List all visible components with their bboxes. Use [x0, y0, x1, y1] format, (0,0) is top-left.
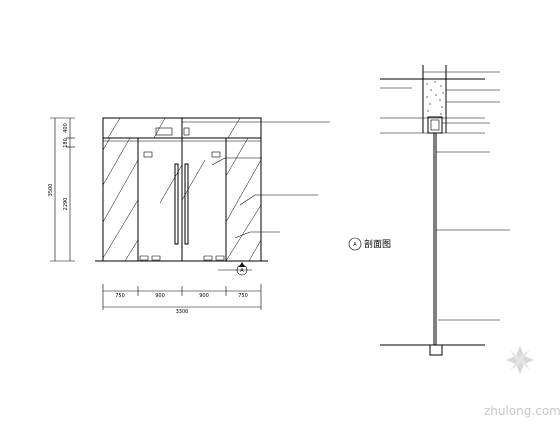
dim-h-1: 750 — [115, 293, 125, 299]
watermark: zhulong.com — [484, 346, 560, 418]
watermark-text: zhulong.com — [484, 404, 560, 418]
elevation-leaders — [182, 121, 330, 239]
section-leaders — [380, 71, 510, 321]
patch-fitting-top-right — [211, 151, 221, 158]
dim-h-total: 3300 — [176, 309, 189, 315]
dim-h-3: 900 — [199, 293, 209, 299]
floor-spring-box — [429, 344, 443, 356]
handle-right — [184, 163, 189, 245]
top-channel-inner — [430, 119, 440, 131]
handle-left — [174, 163, 179, 245]
transom-fitting-right — [183, 127, 190, 136]
dim-h-2: 900 — [155, 293, 165, 299]
dim-h-4: 750 — [238, 293, 248, 299]
dim-v-3: 2290 — [63, 198, 69, 211]
section-title: 剖面图 — [364, 238, 391, 250]
section-drawing — [380, 65, 485, 356]
patch-fitting-top-left — [143, 151, 153, 158]
floor-spring-right — [203, 255, 225, 261]
section-cut-marker: A — [218, 262, 252, 276]
track-infill — [426, 81, 444, 115]
section-title-block: A 剖面图 — [348, 237, 391, 251]
door-elevation — [95, 117, 268, 262]
section-title-letter: A — [353, 242, 357, 248]
transom-fitting-left — [155, 127, 173, 136]
vertical-dimensions: 400 180 2290 3500 — [48, 117, 75, 262]
floor-spring-left — [139, 255, 161, 261]
section-cut-letter: A — [240, 268, 244, 274]
horizontal-dimensions: 750 900 900 750 3300 — [102, 284, 262, 315]
dim-v-2: 180 — [63, 138, 69, 148]
dim-v-total: 3500 — [48, 184, 54, 197]
watermark-logo-icon — [506, 346, 534, 374]
glass-hatching — [102, 117, 262, 262]
section-title-circle — [348, 237, 362, 251]
dim-v-1: 400 — [63, 123, 69, 133]
top-channel — [427, 116, 443, 134]
